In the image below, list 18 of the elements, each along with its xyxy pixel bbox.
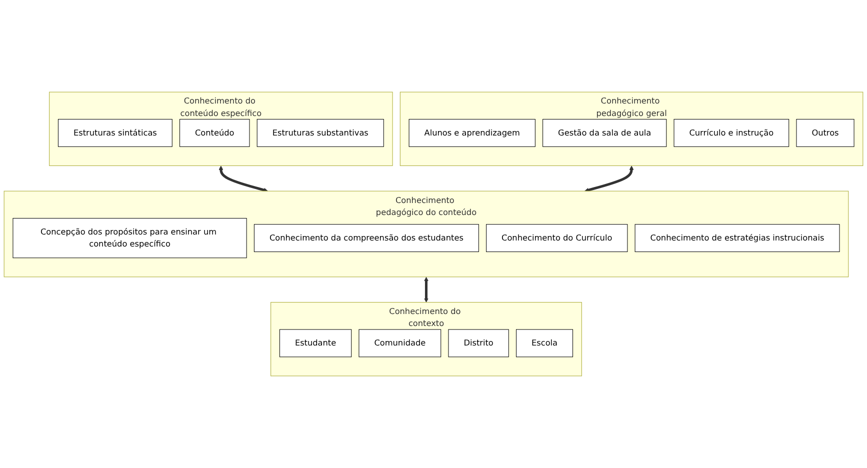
node-box: Outros	[796, 118, 854, 147]
node-box: Currículo e instrução	[674, 118, 790, 147]
arrow	[584, 166, 634, 192]
node-box: Conhecimento do Currículo	[486, 224, 628, 252]
node-box: Escola	[516, 329, 574, 358]
node-box: Conteúdo	[180, 118, 250, 147]
node-box: Gestão da sala de aula	[542, 118, 667, 147]
arrow	[424, 276, 428, 302]
node-box: Conhecimento da compreensão dos estudantes	[254, 224, 479, 252]
arrow	[218, 166, 268, 192]
node-box: Estruturas substantivas	[256, 118, 384, 147]
node-box: Estruturas sintáticas	[58, 118, 172, 147]
node-box: Alunos e aprendizagem	[408, 118, 536, 147]
node-box: Conhecimento de estratégias instrucionais	[634, 224, 840, 252]
node-box: Comunidade	[358, 329, 442, 358]
node-box: Concepção dos propósitos para ensinar um conteúdo específico	[12, 218, 247, 258]
node-box: Distrito	[448, 329, 509, 358]
node-box: Estudante	[279, 329, 352, 358]
